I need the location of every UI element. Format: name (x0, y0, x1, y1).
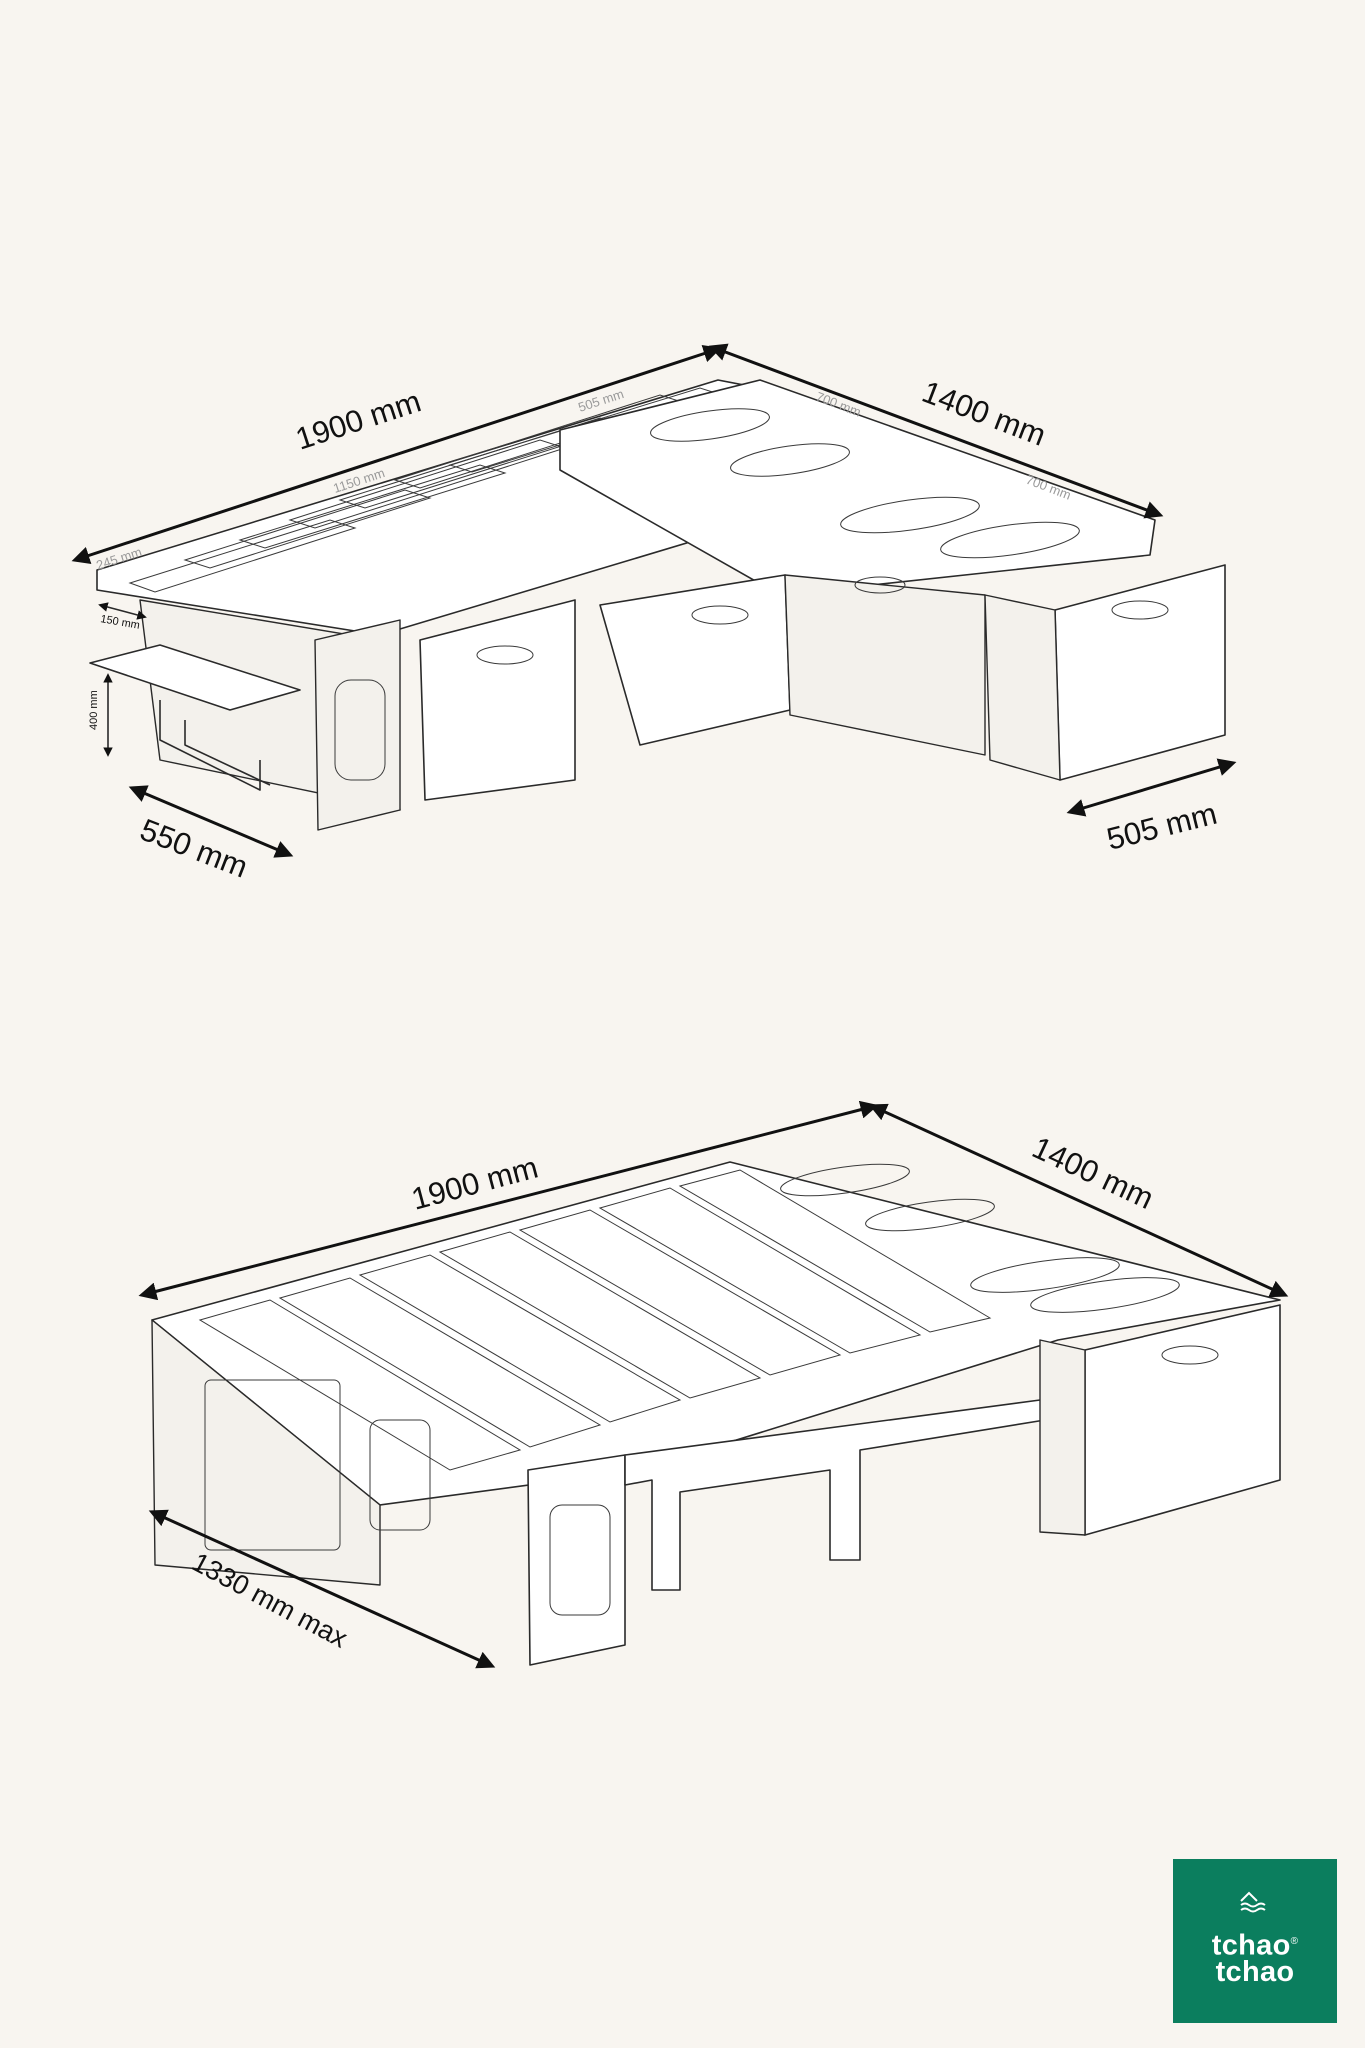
top-bed-drawing: 1900 mm 1400 mm 550 mm 505 mm 245 mm 115… (71, 343, 1237, 885)
label-1400-bottom: 1400 mm (1027, 1130, 1159, 1216)
right-side-panel (784, 574, 986, 756)
bottom-right-box (1084, 1304, 1281, 1536)
registered-mark: ® (1290, 1936, 1299, 1947)
label-150: 150 mm (99, 613, 140, 632)
dim-arrow-1900-top (71, 344, 722, 565)
label-550: 550 mm (135, 812, 252, 885)
bottom-front-panel (527, 1454, 626, 1666)
dim-arrow-1400-top (708, 343, 1164, 519)
dim-arrow-1400-bottom (868, 1103, 1289, 1298)
dim-arrow-1330 (148, 1509, 496, 1669)
side-table (89, 644, 301, 711)
dim-arrow-550 (128, 785, 294, 858)
wave-icon (1240, 1891, 1266, 1913)
label-1900-top: 1900 mm (291, 383, 425, 456)
dim-arrow-505 (1066, 758, 1237, 817)
bottom-bed-drawing: 1900 mm 1400 mm 1330 mm max (138, 1100, 1289, 1669)
logo-line-2: tchao (1215, 1956, 1295, 1988)
dim-arrow-1900-bottom (138, 1100, 879, 1301)
label-400: 400 mm (88, 690, 100, 730)
tchao-logo: tchao® tchao (1173, 1859, 1337, 2023)
label-505: 505 mm (1103, 796, 1220, 857)
mid-drawer (419, 599, 576, 801)
logo-line-1: tchao (1211, 1929, 1291, 1962)
pulled-drawer (1054, 564, 1226, 781)
label-1400-top: 1400 mm (917, 374, 1050, 453)
label-1900-bottom: 1900 mm (408, 1150, 542, 1217)
second-drawer (599, 574, 791, 746)
front-panel-left (314, 619, 401, 831)
